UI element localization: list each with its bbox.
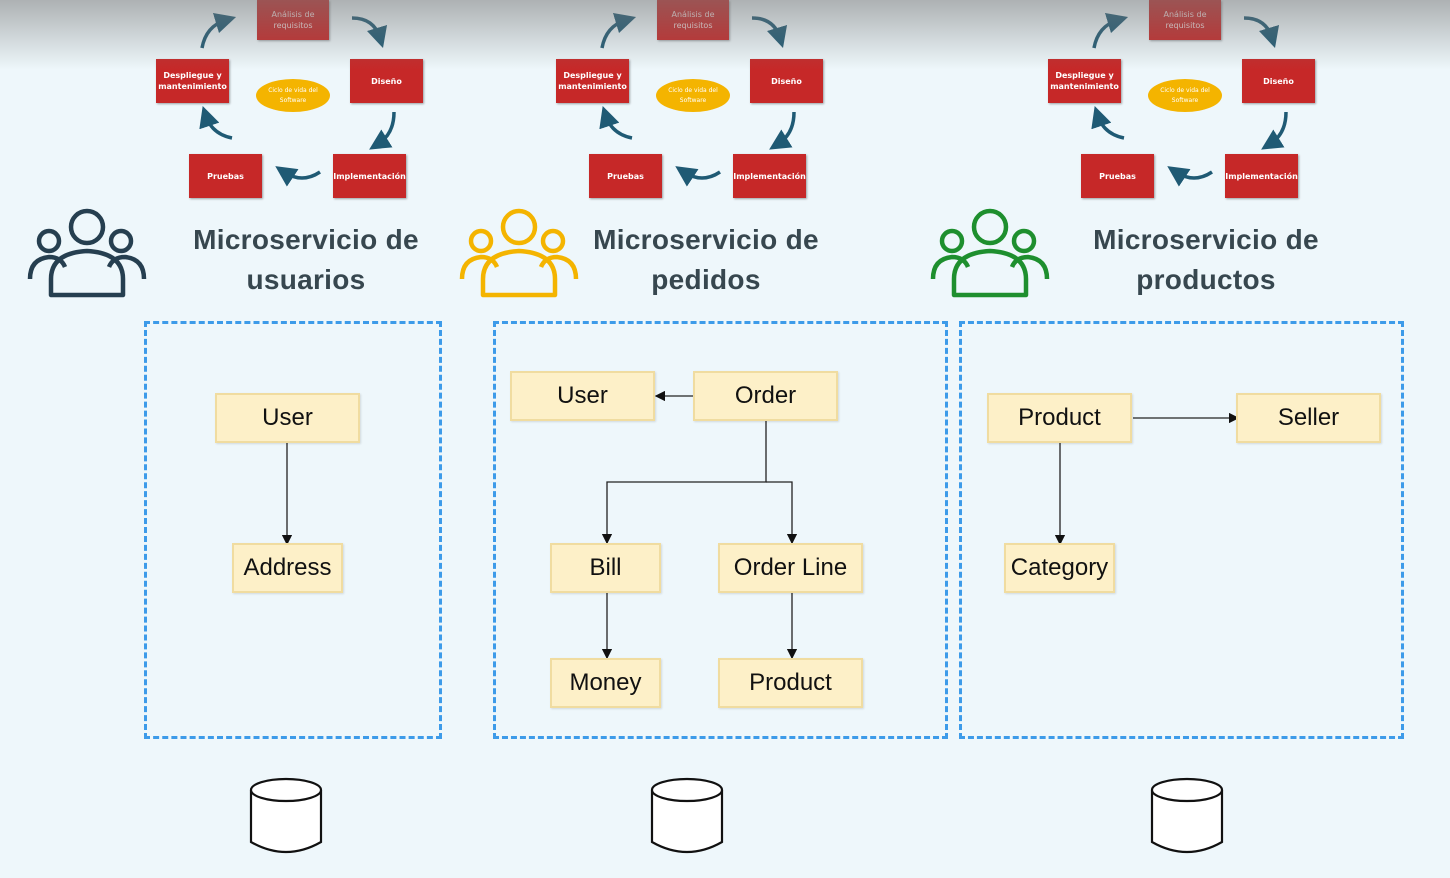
products-microservice-column: Análisis de requisitos Diseño Implementa… [930, 0, 1450, 878]
lifecycle-deployment-box: Despliegue y mantenimiento [156, 59, 229, 103]
database-cylinder-icon [650, 777, 724, 853]
entity-address: Address [232, 543, 343, 593]
service-title-line1: Microservicio de [1093, 224, 1319, 255]
entity-product: Product [718, 658, 863, 708]
lifecycle-deployment-box: Despliegue y mantenimiento [556, 59, 629, 103]
entity-order-line: Order Line [718, 543, 863, 593]
lifecycle-center-label: Ciclo de vida del Software [256, 79, 330, 112]
lifecycle-analysis-box: Análisis de requisitos [1149, 0, 1221, 40]
entity-user: User [510, 371, 655, 421]
people-group-icon [27, 208, 147, 298]
lifecycle-analysis-box: Análisis de requisitos [657, 0, 729, 40]
orders-microservice-column: Análisis de requisitos Diseño Implementa… [450, 0, 948, 878]
entity-relations [1054, 412, 1240, 546]
service-title-line1: Microservicio de [593, 224, 819, 255]
entity-money: Money [550, 658, 661, 708]
lifecycle-center-label: Ciclo de vida del Software [1148, 79, 1222, 112]
lifecycle-analysis-box: Análisis de requisitos [257, 0, 329, 40]
users-domain-boundary: User Address [144, 321, 442, 739]
people-group-icon [459, 208, 579, 298]
lifecycle-design-box: Diseño [350, 59, 423, 103]
lifecycle-testing-box: Pruebas [589, 154, 662, 198]
lifecycle-testing-box: Pruebas [1081, 154, 1154, 198]
service-title: Microservicio de usuarios [176, 220, 436, 300]
lifecycle-implementation-box: Implementación [733, 154, 806, 198]
lifecycle-implementation-box: Implementación [333, 154, 406, 198]
lifecycle-deployment-box: Despliegue y mantenimiento [1048, 59, 1121, 103]
entity-category: Category [1004, 543, 1115, 593]
software-lifecycle-diagram: Análisis de requisitos Diseño Implementa… [156, 0, 426, 200]
database-cylinder-icon [1150, 777, 1224, 853]
people-group-icon [930, 208, 1050, 298]
database-cylinder-icon [249, 777, 323, 853]
software-lifecycle-diagram: Análisis de requisitos Diseño Implementa… [1048, 0, 1318, 200]
lifecycle-center-label: Ciclo de vida del Software [656, 79, 730, 112]
orders-domain-boundary: User Order Bill Order Line Money Product [493, 321, 948, 739]
lifecycle-testing-box: Pruebas [189, 154, 262, 198]
service-title-line2: pedidos [651, 264, 761, 295]
service-title-line2: productos [1136, 264, 1276, 295]
lifecycle-implementation-box: Implementación [1225, 154, 1298, 198]
entity-user: User [215, 393, 360, 443]
entity-relations [601, 390, 798, 660]
service-title: Microservicio de productos [1076, 220, 1336, 300]
products-domain-boundary: Product Seller Category [959, 321, 1404, 739]
entity-product: Product [987, 393, 1132, 443]
lifecycle-design-box: Diseño [750, 59, 823, 103]
entity-bill: Bill [550, 543, 661, 593]
service-title: Microservicio de pedidos [576, 220, 836, 300]
software-lifecycle-diagram: Análisis de requisitos Diseño Implementa… [556, 0, 826, 200]
service-title-line2: usuarios [246, 264, 366, 295]
service-title-line1: Microservicio de [193, 224, 419, 255]
entity-relations [281, 442, 293, 546]
lifecycle-design-box: Diseño [1242, 59, 1315, 103]
entity-order: Order [693, 371, 838, 421]
entity-seller: Seller [1236, 393, 1381, 443]
users-microservice-column: Análisis de requisitos Diseño Implementa… [0, 0, 470, 878]
